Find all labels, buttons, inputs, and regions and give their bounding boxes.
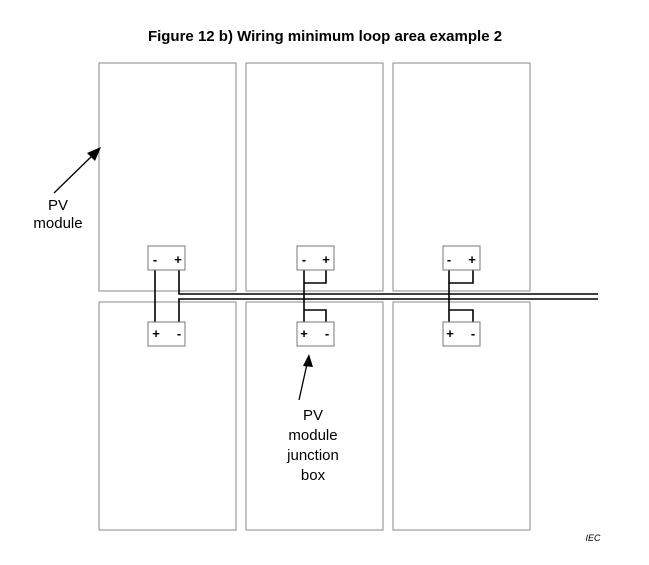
wire-lower — [178, 298, 598, 322]
pv-module-label-line-2: module — [33, 215, 82, 232]
iec-credit: IEC — [585, 533, 601, 543]
junction-box-top-3: - + — [442, 245, 481, 271]
junction-box-bottom-2: + - — [296, 321, 335, 347]
terminal-plus: + — [174, 252, 182, 267]
terminal-minus: - — [325, 326, 329, 341]
wire-link-2b — [304, 270, 327, 284]
junction-box-top-2: - + — [296, 245, 335, 271]
terminal-plus: + — [152, 326, 160, 341]
terminal-plus: + — [446, 326, 454, 341]
pv-module-top-3 — [392, 62, 531, 292]
pv-module-arrow — [53, 147, 101, 194]
terminal-minus: - — [177, 326, 181, 341]
terminal-minus: - — [302, 252, 306, 267]
wire-link-2c — [304, 309, 327, 322]
junction-box-label-line-1: PV — [303, 407, 323, 424]
wiring — [154, 270, 598, 322]
terminal-plus: + — [468, 252, 476, 267]
junction-box-top-1: - + — [147, 245, 186, 271]
pv-module-label-line-1: PV — [48, 197, 68, 214]
junction-box-bottom-3: + - — [442, 321, 481, 347]
terminal-plus: + — [322, 252, 330, 267]
junction-box-label-line-4: box — [301, 467, 326, 484]
junction-box-label-line-3: junction — [286, 447, 339, 464]
wire-link-3c — [449, 309, 474, 322]
wire-upper — [178, 270, 598, 295]
terminal-plus: + — [300, 326, 308, 341]
terminal-minus: - — [471, 326, 475, 341]
junction-box-bottom-1: + - — [147, 321, 186, 347]
junction-box-label-line-2: module — [288, 427, 337, 444]
wire-link-3b — [449, 270, 474, 284]
terminal-minus: - — [153, 252, 157, 267]
figure-title: Figure 12 b) Wiring minimum loop area ex… — [148, 28, 502, 45]
terminal-minus: - — [447, 252, 451, 267]
junction-box-arrow — [298, 354, 313, 401]
